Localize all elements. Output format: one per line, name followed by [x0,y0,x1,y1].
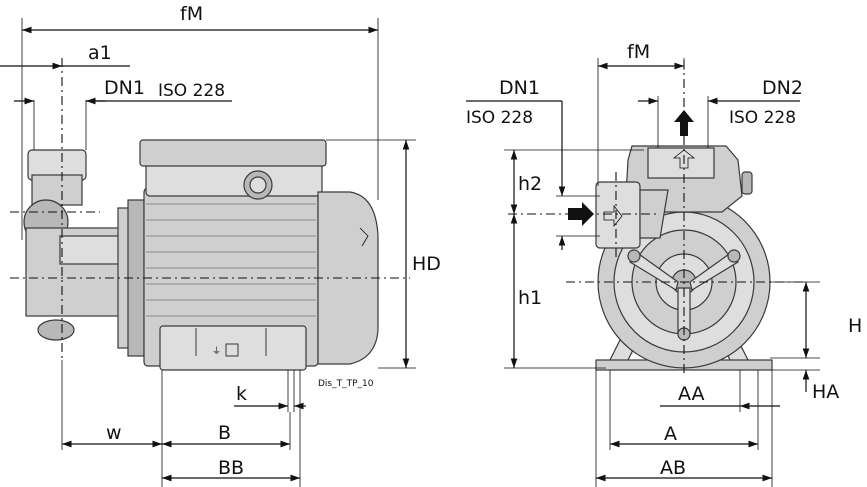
label-DN2-std: ISO 228 [729,108,796,128]
label-DN1-std-side: ISO 228 [158,81,225,101]
label-HA: HA [812,381,839,403]
pump-casing-side [23,149,145,357]
label-fM-front: fM [627,41,650,63]
dim-HD: HD [326,139,441,369]
label-BB: BB [218,457,244,479]
label-B: B [218,422,231,444]
drawing-id: Dis_T_TP_10 [318,379,374,389]
dim-k: k [234,370,306,412]
label-DN1-front: DN1 [499,77,540,99]
dim-BB: BB [162,457,300,482]
motor-side: ⏚ [139,139,379,371]
dim-AB: AB [595,370,773,487]
svg-text:⏚: ⏚ [212,346,221,357]
label-k: k [236,383,247,405]
label-h2: h2 [518,173,542,195]
label-AA: AA [678,383,705,405]
dim-h2: h2 [504,149,644,250]
label-DN1-std-front: ISO 228 [466,108,533,128]
side-view: ⏚ fM a1 DN1 ISO 228 [0,3,441,487]
dim-DN-front: DN1 ISO 228 DN2 ISO 228 [466,77,803,182]
label-DN2: DN2 [762,77,803,99]
dim-H-HA: H HA [770,281,862,403]
label-w: w [106,422,122,444]
label-AB: AB [660,457,686,479]
label-h1: h1 [518,287,542,309]
dim-AA: AA [660,370,780,412]
dim-a1: a1 [0,42,130,70]
dim-h1: h1 [504,214,606,369]
front-view: fM DN1 ISO 228 DN2 ISO 228 h2 [466,41,862,487]
dim-DN1-side: DN1 ISO 228 [14,77,232,150]
label-DN1-side: DN1 [104,77,145,99]
label-A: A [664,423,677,445]
dim-A: A [609,370,759,450]
inlet-arrow-icon [568,202,594,226]
dim-fM-front: fM [597,41,685,186]
label-HD: HD [412,253,441,275]
dim-fM-side: fM [21,3,379,240]
label-fM-side: fM [180,3,203,25]
label-a1: a1 [88,42,112,64]
label-H: H [848,315,862,337]
dim-w-B: w B [61,360,301,487]
